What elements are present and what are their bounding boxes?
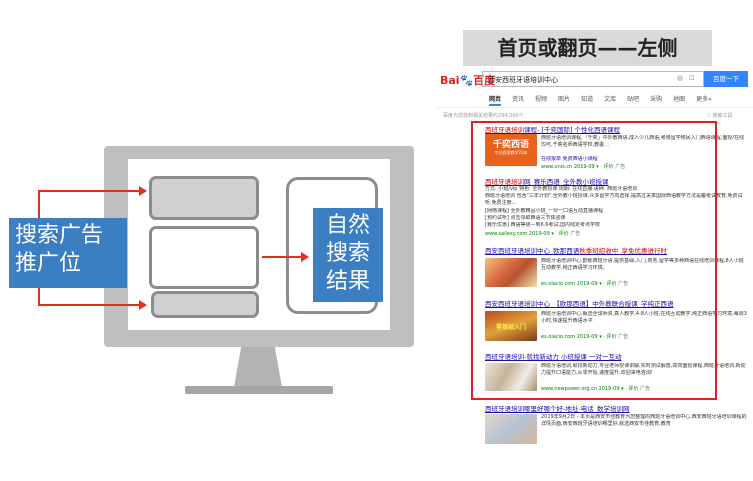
tab-web[interactable]: 网页 (489, 94, 502, 106)
tab-wenku[interactable]: 文库 (604, 96, 617, 103)
tab-news[interactable]: 资讯 (512, 96, 525, 103)
result-sublinks[interactable]: 在线报单 免费西语小课程 (541, 156, 598, 162)
result-snippet: 西班牙语培训 包含"三年计划",全外教小班授课,众多留学方向选择,提高过关率国际… (485, 193, 743, 206)
result-snippet: 西班牙语培训课程,「千奕」中外教西语,成人少儿西语,考级留学移民入门西语课程,面… (541, 135, 745, 148)
search-input[interactable]: 西安西班牙语培训中心 (482, 71, 704, 87)
microphone-icon[interactable]: ◍ (677, 74, 684, 82)
result-url[interactable]: es.olacio.com 2019-09 ▾ · 评价 广告 (541, 281, 629, 287)
tab-caigou[interactable]: 采购 (650, 96, 663, 103)
connector-line (262, 256, 302, 258)
tab-zhidao[interactable]: 知道 (581, 96, 594, 103)
result-snippet: 2019年9月2日 - 本页是西安市佳教育为您整理的西班牙语培训中心,西安西班牙… (541, 414, 747, 427)
ad-results-highlight (471, 121, 717, 400)
arrow-right-icon (139, 186, 147, 196)
result-thumbnail[interactable] (485, 414, 537, 444)
result-sublink[interactable]: [预约试听] 点击领取西语三节体验课 (485, 215, 566, 221)
connector-line (38, 304, 140, 306)
tab-more[interactable]: 更多» (696, 96, 712, 103)
search-button[interactable]: 百度一下 (704, 71, 748, 87)
monitor-stand (234, 347, 282, 387)
tab-images[interactable]: 图片 (558, 96, 571, 103)
result-url[interactable]: es.olacio.com 2019-09 ▾ · 评价 广告 (541, 334, 629, 340)
result-title[interactable]: 西安西班牙语培训中心_【欧那西语】中外教联合授课_学纯正西语 (485, 300, 674, 308)
result-thumbnail[interactable]: 零基础入门 (485, 311, 537, 341)
result-url[interactable]: www.sailexy.com 2019-09 ▾ · 评价 广告 (485, 231, 581, 237)
result-url[interactable]: www.newpower.org.cn 2019-09 ▾ · 评价 广告 (541, 386, 650, 392)
search-tabs: 网页 资讯 视频 图片 知道 文库 贴吧 采购 地图 更多» (489, 94, 751, 106)
result-title[interactable]: 西班牙语培训课程- [千奕国际] 个性化西语课程 (485, 126, 621, 134)
result-snippet: 西班牙语培训中心,欧那西班牙语,提供基础,入门,商务,留学等多种西语在线培训课程… (541, 258, 744, 271)
arrow-right-icon (139, 300, 147, 310)
result-url[interactable]: www.unis.cn 2019-09 ▾ · 评价 广告 (541, 164, 626, 170)
result-count: 百度为您找到相关结果约294,000个 (443, 113, 524, 119)
result-thumbnail[interactable]: 千奕西语 专注西语教学21年 (485, 134, 537, 166)
arrow-right-icon (301, 252, 309, 262)
connector-line (38, 190, 140, 192)
page-title: 首页或翻页——左侧 (463, 30, 712, 67)
organic-results-label: 自然搜索结果 (313, 208, 383, 302)
result-title[interactable]: 西班牙语培训哪里好哪个好-地址-电话_数学培训网 (485, 405, 630, 413)
connector-line (38, 288, 40, 305)
baidu-logo[interactable]: Bai🐾百度 (440, 74, 496, 87)
camera-icon[interactable]: ⊡ (689, 74, 695, 82)
tab-video[interactable]: 视频 (535, 96, 548, 103)
monitor-base (185, 386, 333, 394)
content-slot-middle (149, 226, 259, 289)
result-snippet: 西班牙语培训,就找新动力,专业老师授课讲解,实时测试解惑,高效面授课程,西班牙语… (541, 363, 746, 376)
search-tools-link[interactable]: ▽ 搜索工具 (707, 113, 733, 119)
divider (437, 107, 753, 108)
tab-map[interactable]: 地图 (673, 96, 686, 103)
result-title[interactable]: 西安西班牙语培训中心_欧那西语秋季班招收中_享免优惠进行时 (485, 247, 667, 255)
result-sublink[interactable]: [网络课程] 全外教精品小班_一对一口语互动直播课程 (485, 208, 603, 214)
result-thumbnail[interactable] (485, 363, 537, 391)
tab-tieba[interactable]: 贴吧 (627, 96, 640, 103)
result-title[interactable]: 西班牙语培训-就找新动力 小班授课 一对一互动 (485, 353, 622, 361)
ad-position-label: 搜索广告推广位 (9, 218, 127, 288)
connector-line (38, 190, 40, 218)
result-thumbnail[interactable] (485, 258, 537, 287)
ad-slot-top (149, 176, 259, 220)
ad-slot-bottom (151, 291, 259, 318)
result-title[interactable]: 西班牙语培训网_赛乐西语_全外教小班授课 (485, 178, 609, 186)
result-snippet: 方式: 小班/vip 特色: 全外教授课 周期: 在线直播 语种: 西班牙语培训 (485, 186, 638, 192)
baidu-search-results: Bai🐾百度 西安西班牙语培训中心 ◍ ⊡ 百度一下 网页 资讯 视频 图片 知… (437, 66, 753, 481)
result-sublink[interactable]: [赛乐优惠] 西语等级—到6.6考试,国内线定考点学校 (485, 222, 601, 228)
result-snippet: 西班牙语培训中心,甄选全球师资,真人教学,4-8人小班,在线互动教学,纯正西语学… (541, 311, 747, 324)
